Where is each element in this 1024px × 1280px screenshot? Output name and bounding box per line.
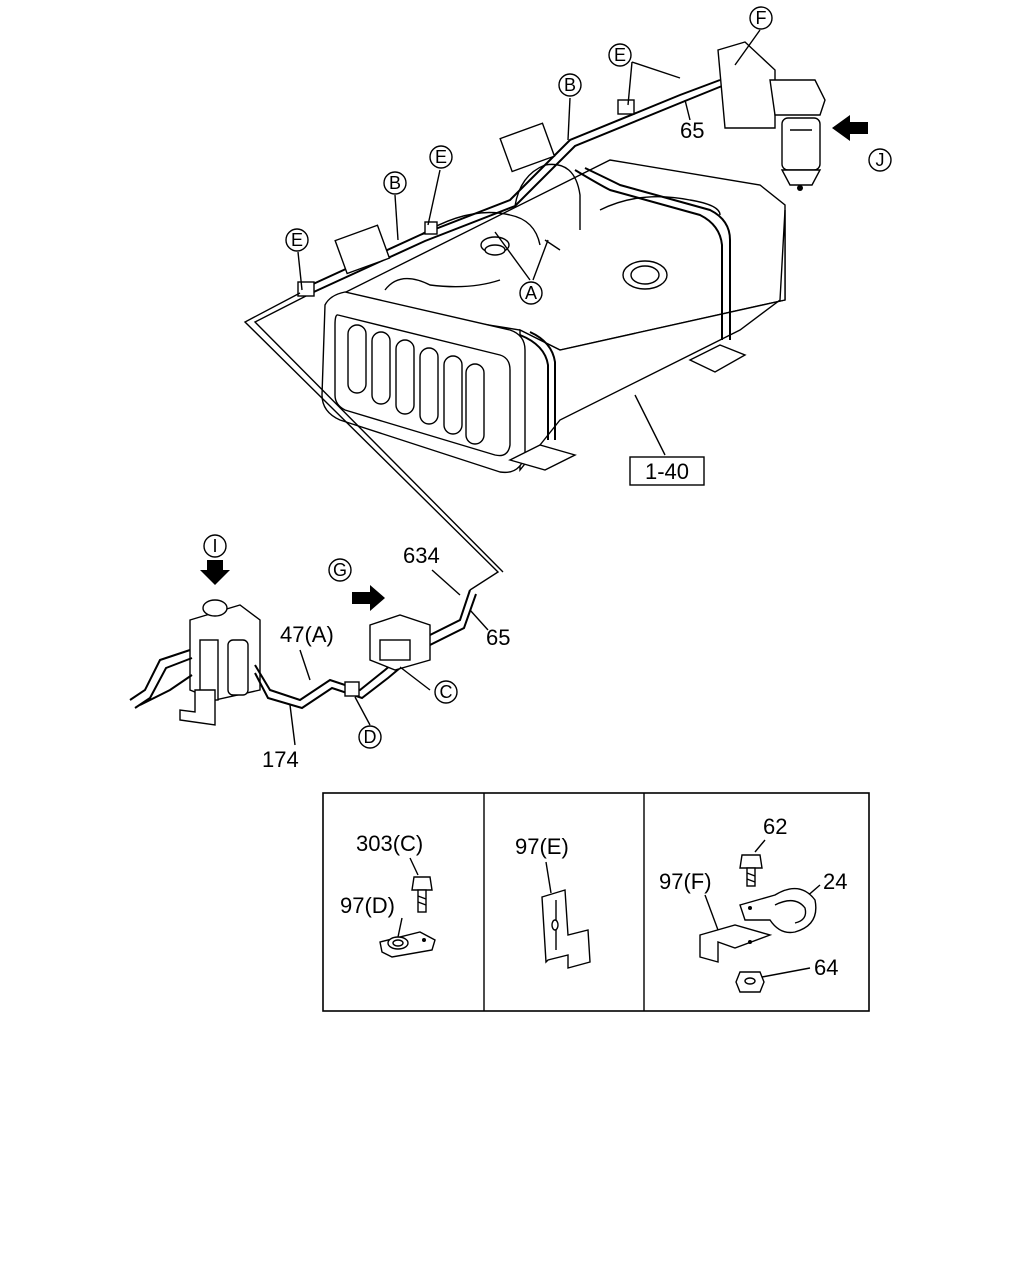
circle-b1-label: B [389, 173, 401, 193]
bolt-62-icon [739, 854, 763, 887]
part-65-top-label: 65 [680, 118, 704, 143]
circle-callout-g: G [328, 558, 352, 582]
circle-c-label: C [440, 682, 453, 702]
circle-callout-j: J [868, 148, 892, 172]
detail-panel-3: 62 24 97(F) 64 [659, 814, 847, 993]
circle-callout-a: A [519, 281, 543, 305]
part-634-label: 634 [403, 543, 440, 568]
label-303c: 303(C) [356, 831, 423, 856]
label-97d: 97(D) [340, 893, 395, 918]
fuel-filter-assembly [717, 41, 826, 191]
part-174-label: 174 [262, 747, 299, 772]
circle-callout-e3: E [608, 43, 632, 67]
label-97f: 97(F) [659, 869, 712, 894]
label-64: 64 [814, 955, 838, 980]
part-65-bottom-label: 65 [486, 625, 510, 650]
detail-panel-1: 303(C) 97(D) [340, 831, 436, 958]
bracket-e-icon [541, 889, 591, 969]
detail-panels [322, 792, 870, 1012]
circle-callout-b2: B [558, 73, 582, 97]
circle-a-label: A [525, 283, 537, 303]
arrow-j-icon [832, 115, 868, 141]
circle-b2-label: B [564, 75, 576, 95]
circle-d-label: D [364, 727, 377, 747]
tank-ref-label: 1-40 [645, 459, 689, 484]
leader-lines [297, 29, 761, 291]
pump-assembly [129, 569, 489, 746]
circle-f-label: F [756, 8, 767, 28]
clip-24-icon [739, 887, 817, 934]
circle-callout-b1: B [383, 171, 407, 195]
circle-g-label: G [333, 560, 347, 580]
circle-callout-f: F [749, 6, 773, 30]
circle-e2-label: E [435, 147, 447, 167]
circle-e1-label: E [291, 230, 303, 250]
circle-callout-c: C [434, 680, 458, 704]
circle-callout-e1: E [285, 228, 309, 252]
circle-e3-label: E [614, 45, 626, 65]
nut-64-icon [735, 971, 765, 993]
tank-reference-box: 1-40 [629, 456, 705, 486]
circle-callout-e2: E [429, 145, 453, 169]
label-62: 62 [763, 814, 787, 839]
long-fuel-line-2 [253, 295, 504, 573]
fuel-tank [321, 159, 786, 474]
arrow-i-icon [200, 560, 230, 585]
arrow-g-icon [352, 585, 385, 611]
bracket-f-icon [699, 924, 773, 963]
long-fuel-line [243, 292, 500, 591]
bolt-icon [411, 876, 433, 913]
label-24: 24 [823, 869, 847, 894]
clamp-d-icon [379, 931, 436, 958]
label-97e: 97(E) [515, 834, 569, 859]
circle-callout-d: D [358, 725, 382, 749]
circle-callout-i: I [203, 534, 227, 558]
circle-i-label: I [212, 536, 217, 556]
part-47a-label: 47(A) [280, 622, 334, 647]
circle-j-label: J [876, 150, 885, 170]
detail-panel-2: 97(E) [515, 834, 591, 969]
fuel-lines-on-tank [297, 79, 723, 297]
